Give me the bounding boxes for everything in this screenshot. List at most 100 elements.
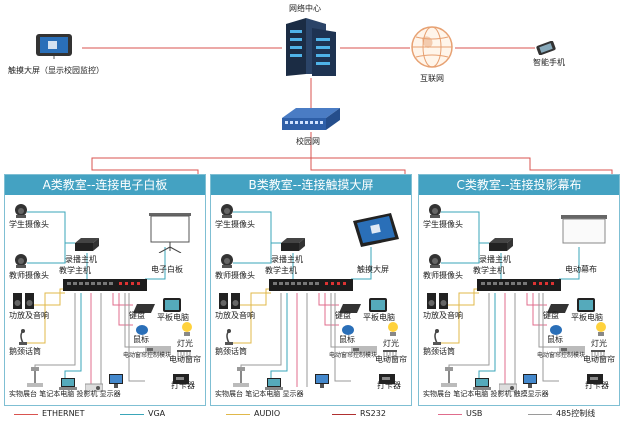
document-camera-icon xyxy=(441,367,457,387)
tablet-label: 平板电脑 xyxy=(571,313,603,322)
display-label: 电动幕布 xyxy=(565,265,597,274)
recorder-icon xyxy=(489,237,513,251)
curtain-icon xyxy=(591,345,605,360)
display-label: 电子白板 xyxy=(151,265,183,274)
teaching-host-label: 教学主机 xyxy=(473,266,505,275)
curtain-icon xyxy=(383,345,397,360)
amp-label: 功放及音响 xyxy=(9,311,49,320)
curtain-control-module-label: 电动窗帘控制模块 xyxy=(329,352,378,359)
curtain-label: 电动窗帘 xyxy=(375,355,407,364)
projector-icon xyxy=(498,377,518,393)
keyboard-label: 键盘 xyxy=(335,311,351,320)
teaching-host-icon xyxy=(477,277,561,293)
recorder-icon xyxy=(75,237,99,251)
tablet-label: 平板电脑 xyxy=(363,313,395,322)
student-camera-label: 学生摄像头 xyxy=(215,220,255,229)
recorder-icon xyxy=(281,237,305,251)
bottom-devices-label: 实物展台 笔记本电脑 投影机 触摸显示器 xyxy=(423,390,549,398)
keyboard-label: 键盘 xyxy=(129,311,145,320)
legend-swatch-3 xyxy=(332,414,356,415)
curtain-control-module-label: 电动窗帘控制模块 xyxy=(123,352,172,359)
mouse-icon xyxy=(549,321,563,335)
card-reader-icon xyxy=(587,369,603,384)
internet-globe-icon xyxy=(408,24,456,70)
teacher-camera-icon xyxy=(427,253,443,269)
panel-title: A类教室--连接电子白板 xyxy=(5,175,205,195)
keyboard-icon xyxy=(339,299,361,313)
campus-network-label: 校园网 xyxy=(296,137,320,146)
student-camera-label: 学生摄像头 xyxy=(9,220,49,229)
curtain-control-module-icon xyxy=(351,339,377,353)
speaker-icon xyxy=(13,293,35,309)
mic-label: 鹅颈话筒 xyxy=(423,347,455,356)
server-icon xyxy=(282,14,340,78)
recorder-label: 录播主机 xyxy=(479,255,511,264)
display-icon xyxy=(559,213,609,253)
curtain-label: 电动窗帘 xyxy=(169,355,201,364)
light-bulb-icon xyxy=(595,321,607,337)
monitor-icon xyxy=(315,373,329,388)
curtain-icon xyxy=(177,345,191,360)
student-camera-icon xyxy=(427,203,443,219)
teacher-camera-label: 教师摄像头 xyxy=(215,271,255,280)
curtain-control-module-label: 电动窗帘控制模块 xyxy=(537,352,586,359)
speaker-icon xyxy=(427,293,449,309)
light-bulb-icon xyxy=(181,321,193,337)
tablet-icon xyxy=(369,297,387,312)
teaching-host-icon xyxy=(269,277,353,293)
curtain-control-module-icon xyxy=(559,339,585,353)
campus-switch-icon xyxy=(280,106,342,134)
legend-label-2: AUDIO xyxy=(254,409,281,418)
tablet-icon xyxy=(163,297,181,312)
student-camera-icon xyxy=(219,203,235,219)
student-camera-icon xyxy=(13,203,29,219)
projector-icon xyxy=(84,377,104,393)
display-icon xyxy=(145,213,195,254)
keyboard-icon xyxy=(133,299,155,313)
card-reader-label: 打卡器 xyxy=(171,381,195,390)
teacher-camera-icon xyxy=(219,253,235,269)
smartphone-label: 智能手机 xyxy=(533,58,565,67)
display-label: 触摸大屏 xyxy=(357,265,389,274)
curtain-control-module-icon xyxy=(145,339,171,353)
keyboard-icon xyxy=(547,299,569,313)
legend-label-3: RS232 xyxy=(360,409,386,418)
legend-swatch-5 xyxy=(528,414,552,415)
network-center-label: 网络中心 xyxy=(289,4,321,13)
teaching-host-label: 教学主机 xyxy=(59,266,91,275)
legend-label-4: USB xyxy=(466,409,483,418)
microphone-icon xyxy=(431,329,443,345)
legend-label-0: ETHERNET xyxy=(42,409,85,418)
legend-label-1: VGA xyxy=(148,409,166,418)
card-reader-icon xyxy=(379,369,395,384)
touchscreen-icon xyxy=(34,32,74,60)
teaching-host-label: 教学主机 xyxy=(265,266,297,275)
microphone-icon xyxy=(223,329,235,345)
touchscreen-label: 触摸大屏（显示校园监控） xyxy=(8,66,104,75)
curtain-label: 电动窗帘 xyxy=(583,355,615,364)
student-camera-label: 学生摄像头 xyxy=(423,220,463,229)
laptop-icon xyxy=(473,375,491,390)
laptop-icon xyxy=(59,375,77,390)
light-label: 灯光 xyxy=(177,339,193,348)
tablet-label: 平板电脑 xyxy=(157,313,189,322)
mouse-label: 鼠标 xyxy=(133,335,149,344)
laptop-icon xyxy=(265,375,283,390)
light-bulb-icon xyxy=(387,321,399,337)
panel-title: C类教室--连接投影幕布 xyxy=(419,175,619,195)
card-reader-label: 打卡器 xyxy=(585,381,609,390)
amp-label: 功放及音响 xyxy=(423,311,463,320)
mouse-label: 鼠标 xyxy=(339,335,355,344)
teacher-camera-icon xyxy=(13,253,29,269)
smartphone-icon xyxy=(536,40,556,56)
teacher-camera-label: 教师摄像头 xyxy=(9,271,49,280)
classroom-panel-c: C类教室--连接投影幕布 学生摄像头 xyxy=(418,174,620,406)
legend-swatch-2 xyxy=(226,414,250,415)
light-label: 灯光 xyxy=(383,339,399,348)
card-reader-label: 打卡器 xyxy=(377,381,401,390)
recorder-label: 录播主机 xyxy=(65,255,97,264)
mouse-label: 鼠标 xyxy=(547,335,563,344)
bottom-devices-label: 实物展台 笔记本电脑 显示器 xyxy=(215,390,304,398)
amp-label: 功放及音响 xyxy=(215,311,255,320)
